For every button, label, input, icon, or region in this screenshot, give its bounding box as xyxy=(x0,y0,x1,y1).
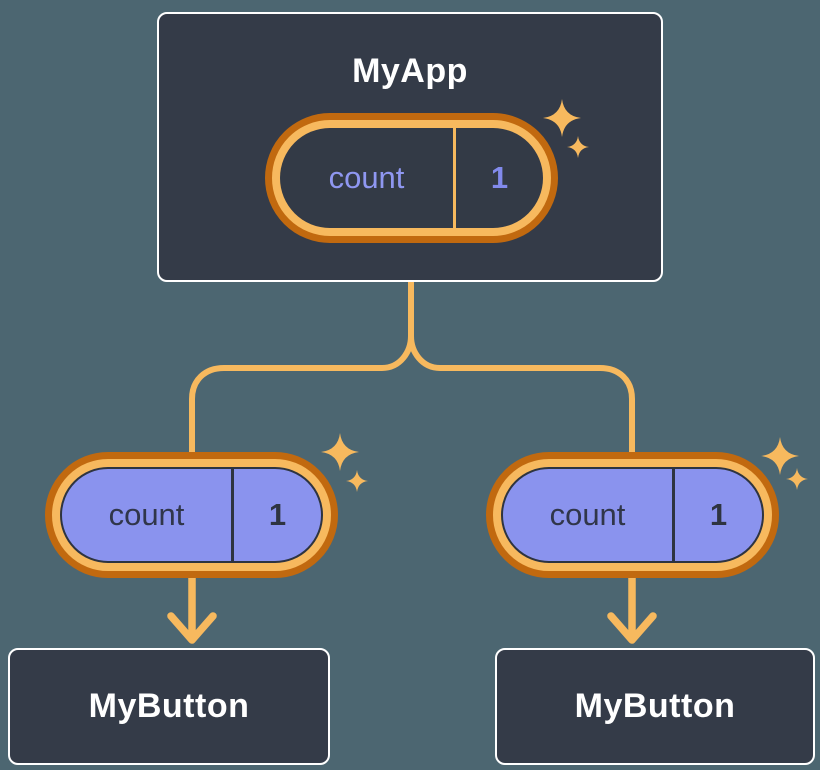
connector-root-to-right xyxy=(408,333,635,461)
sparkle-icon xyxy=(761,437,799,475)
node-mybutton-right-title: MyButton xyxy=(574,687,736,725)
node-myapp-title: MyApp xyxy=(352,52,468,90)
state-value-label: 1 xyxy=(490,160,509,195)
prop-pill-left: count 1 xyxy=(45,452,338,578)
sparkle-icon xyxy=(346,470,368,492)
prop-value-label-left: 1 xyxy=(268,497,287,532)
node-mybutton-right: MyButton xyxy=(495,648,815,765)
down-arrow-right-icon xyxy=(607,572,657,644)
node-mybutton-left: MyButton xyxy=(8,648,330,765)
prop-pill-right: count 1 xyxy=(486,452,779,578)
state-name-label: count xyxy=(280,128,456,228)
state-pill-core: count 1 xyxy=(280,128,543,228)
prop-name-label-left: count xyxy=(62,469,234,561)
connector-root-to-left xyxy=(189,333,414,461)
prop-pill-right-core: count 1 xyxy=(501,467,764,563)
state-pill-myapp: count 1 xyxy=(265,113,558,243)
down-arrow-left-icon xyxy=(167,572,217,644)
sparkle-icon xyxy=(786,468,808,490)
prop-pill-left-core: count 1 xyxy=(60,467,323,563)
prop-value-label-right: 1 xyxy=(709,497,728,532)
node-mybutton-left-title: MyButton xyxy=(88,687,250,725)
sparkle-icon xyxy=(321,433,359,471)
prop-name-label-right: count xyxy=(503,469,675,561)
